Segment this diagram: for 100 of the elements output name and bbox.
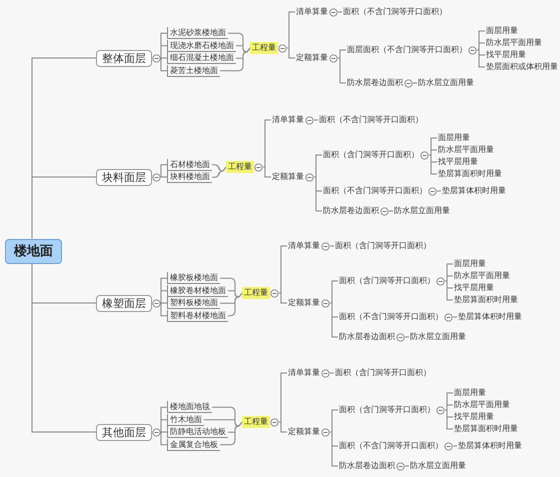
branch-label: 防水层平面用量 bbox=[485, 38, 543, 48]
list-item: 现浇水磨石楼地面 bbox=[167, 40, 236, 52]
branch-label: 定额算量 bbox=[287, 298, 321, 308]
branch-label: 防水层卷边面积 bbox=[338, 332, 396, 342]
connector-line bbox=[286, 12, 296, 48]
branch-label: 清单算量 bbox=[287, 241, 321, 251]
list-item: 金属复合地板 bbox=[167, 438, 220, 451]
branch-box: 其他面层 bbox=[96, 424, 152, 440]
branch-label: 垫层算面积时用量 bbox=[437, 169, 503, 179]
connector-line bbox=[330, 302, 338, 338]
connector-line bbox=[160, 176, 168, 178]
list-item: 防静电活动地板 bbox=[167, 426, 228, 438]
branch-label: 定额算量 bbox=[271, 172, 305, 182]
connector-line bbox=[278, 422, 288, 432]
list-item: 竹木地面 bbox=[167, 414, 204, 426]
connector-line bbox=[436, 190, 442, 192]
branch-label: 面积（不含门洞等开口面积） bbox=[322, 186, 428, 196]
list-item: 橡胶板楼地面 bbox=[167, 272, 220, 284]
branch-label: 面积（含门洞等开口面积） bbox=[334, 368, 432, 378]
branch-label: 垫层算体积时用量 bbox=[441, 186, 507, 196]
connector-line bbox=[262, 166, 272, 178]
connector-line bbox=[314, 154, 322, 178]
connector-line bbox=[412, 82, 418, 84]
connector-line bbox=[476, 50, 486, 68]
branch-label: 面积（含门洞等开口面积） bbox=[338, 276, 436, 286]
highlighted-label: 工程量 bbox=[242, 287, 270, 299]
brace-connector bbox=[228, 292, 242, 316]
connector-line bbox=[286, 48, 296, 58]
connector-line bbox=[314, 176, 322, 212]
connector-line bbox=[278, 246, 288, 294]
highlighted-label: 工程量 bbox=[242, 416, 270, 428]
branch-label: 垫层算面积时用量 bbox=[453, 424, 519, 434]
branch-label: 防水层立面用量 bbox=[417, 78, 475, 88]
branch-label: 防水层立面用量 bbox=[409, 461, 467, 471]
branch-label: 面积（不含门洞等开口面积） bbox=[342, 7, 448, 17]
list-item: 塑料卷材楼地面 bbox=[167, 310, 228, 322]
branch-box: 块料面层 bbox=[96, 168, 152, 186]
connector-line bbox=[444, 276, 454, 282]
connector-line bbox=[452, 316, 458, 318]
branch-label: 清单算量 bbox=[295, 7, 329, 17]
branch-label: 垫层面积或体积用量 bbox=[485, 62, 559, 72]
branch-label: 面积（含门洞等开口面积） bbox=[334, 241, 432, 251]
branch-label: 面积（不含门洞等开口面积） bbox=[338, 312, 444, 322]
connector-line bbox=[160, 302, 168, 304]
branch-label: 面积（含门洞等开口面积） bbox=[322, 150, 420, 160]
connector-line bbox=[444, 280, 454, 300]
branch-label: 找平层用量 bbox=[485, 50, 527, 60]
connector-line bbox=[32, 176, 96, 239]
connector-line bbox=[404, 336, 410, 338]
branch-label: 防水层卷边面积 bbox=[322, 206, 380, 216]
connector-line bbox=[160, 432, 168, 446]
connector-line bbox=[160, 164, 168, 178]
connector-line bbox=[278, 372, 288, 422]
brace-connector bbox=[212, 166, 226, 178]
branch-label: 找平层用量 bbox=[437, 157, 479, 167]
connector-line bbox=[160, 302, 168, 316]
branch-label: 面层用量 bbox=[453, 259, 487, 269]
list-item: 楼地面地毯 bbox=[167, 401, 212, 414]
branch-label: 防水层立面用量 bbox=[393, 206, 451, 216]
branch-label: 面层面积（不含门洞等开口面积） bbox=[346, 45, 468, 55]
branch-label: 垫层算面积时用量 bbox=[453, 295, 519, 305]
branch-label: 防水层平面用量 bbox=[453, 400, 511, 410]
branch-label: 面层用量 bbox=[437, 133, 471, 143]
branch-label: 找平层用量 bbox=[453, 412, 495, 422]
connector-line bbox=[160, 58, 168, 72]
branch-label: 防水层平面用量 bbox=[437, 145, 495, 155]
branch-box: 整体面层 bbox=[96, 50, 152, 66]
branch-label: 找平层用量 bbox=[453, 283, 495, 293]
connector-line bbox=[330, 280, 338, 304]
connector-line bbox=[428, 154, 438, 174]
list-item: 菱苦土楼地面 bbox=[167, 64, 220, 77]
connector-line bbox=[32, 263, 96, 432]
connector-line bbox=[338, 58, 346, 84]
connector-line bbox=[330, 432, 338, 466]
connector-line bbox=[476, 42, 486, 50]
list-item: 块料楼地面 bbox=[167, 171, 212, 184]
branch-label: 定额算量 bbox=[287, 427, 321, 437]
branch-label: 面积（含门洞等开口面积） bbox=[338, 405, 436, 415]
branch-label: 清单算量 bbox=[271, 115, 305, 125]
connector-line bbox=[278, 292, 288, 304]
branch-label: 面层用量 bbox=[453, 388, 487, 398]
branch-label: 防水层卷边面积 bbox=[346, 78, 404, 88]
branch-label: 面积（不含门洞等开口面积） bbox=[338, 441, 444, 451]
list-item: 水泥砂浆楼地面 bbox=[167, 27, 228, 40]
branch-label: 清单算量 bbox=[287, 368, 321, 378]
branch-label: 定额算量 bbox=[295, 53, 329, 63]
connector-line bbox=[330, 410, 338, 432]
connector-line bbox=[428, 150, 438, 156]
connector-line bbox=[262, 120, 272, 168]
branch-label: 防水层平面用量 bbox=[453, 271, 511, 281]
connector-line bbox=[388, 210, 394, 212]
branch-box: 橡塑面层 bbox=[96, 294, 152, 312]
list-item: 细石混凝土楼地面 bbox=[167, 52, 236, 64]
list-item: 石材楼地面 bbox=[167, 158, 212, 171]
list-item: 塑料板楼地面 bbox=[167, 297, 220, 310]
branch-label: 垫层算体积时用量 bbox=[457, 312, 523, 322]
connector-line bbox=[330, 372, 334, 374]
branch-label: 面层用量 bbox=[485, 26, 519, 36]
highlighted-label: 工程量 bbox=[226, 161, 254, 173]
list-item: 橡胶卷材楼地面 bbox=[167, 284, 228, 297]
